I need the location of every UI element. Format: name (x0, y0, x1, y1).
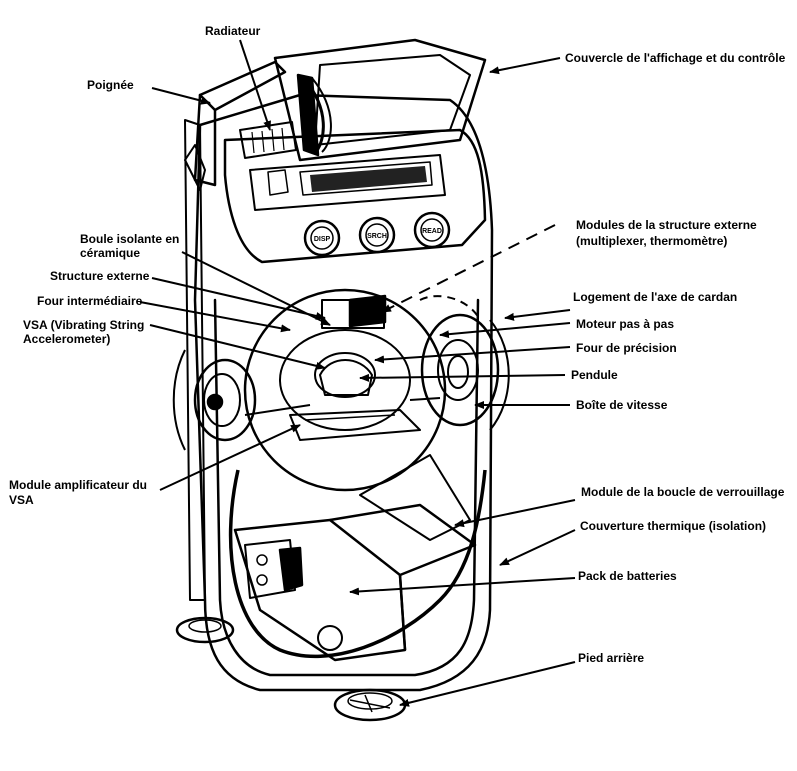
label-module-amplificateur-line1: Module amplificateur du (9, 478, 148, 492)
thermal-blanket-cable (228, 469, 487, 659)
label-boite-vitesse: Boîte de vitesse (576, 398, 668, 412)
label-module-amplificateur-line2: VSA (9, 493, 34, 507)
control-panel (223, 128, 487, 264)
label-couvercle: Couvercle de l'affichage et du contrôle (565, 51, 786, 65)
label-module-boucle: Module de la boucle de verrouillage (581, 485, 785, 499)
label-pack-batteries: Pack de batteries (578, 569, 677, 583)
label-couverture-thermique: Couverture thermique (isolation) (580, 519, 767, 533)
label-radiateur: Radiateur (205, 24, 261, 38)
left-gimbal-wheel (193, 358, 257, 442)
device-body-outline (193, 93, 494, 692)
label-moteur: Moteur pas à pas (576, 317, 675, 331)
label-structure-externe: Structure externe (50, 269, 150, 283)
label-pied-arriere: Pied arrière (578, 651, 645, 665)
front-foot (175, 616, 235, 644)
label-four-precision: Four de précision (576, 341, 677, 355)
button-label: SRCH (367, 233, 387, 240)
rear-foot (333, 688, 407, 722)
label-boule-isolante-line2: céramique (80, 246, 141, 260)
lock-loop-module (359, 454, 471, 541)
label-vsa-line2: Accelerometer) (23, 332, 111, 346)
leader-lines (139, 39, 576, 707)
ceramic-sphere (243, 288, 447, 492)
label-poignee: Poignée (87, 78, 134, 92)
label-logement-axe: Logement de l'axe de cardan (573, 290, 738, 304)
label-modules-structure-line1: Modules de la structure externe (576, 218, 757, 232)
label-boule-isolante-line1: Boule isolante en (80, 232, 180, 246)
right-gimbal-wheel (420, 313, 500, 427)
button-label: DISP (314, 236, 331, 243)
label-vsa-line1: VSA (Vibrating String (23, 318, 145, 332)
label-four-intermediaire: Four intermédiaire (37, 294, 143, 308)
label-modules-structure-line2: (multiplexer, thermomètre) (576, 234, 728, 248)
label-pendule: Pendule (571, 368, 618, 382)
device-body-inner (213, 298, 480, 677)
button-label: READ (422, 228, 442, 235)
